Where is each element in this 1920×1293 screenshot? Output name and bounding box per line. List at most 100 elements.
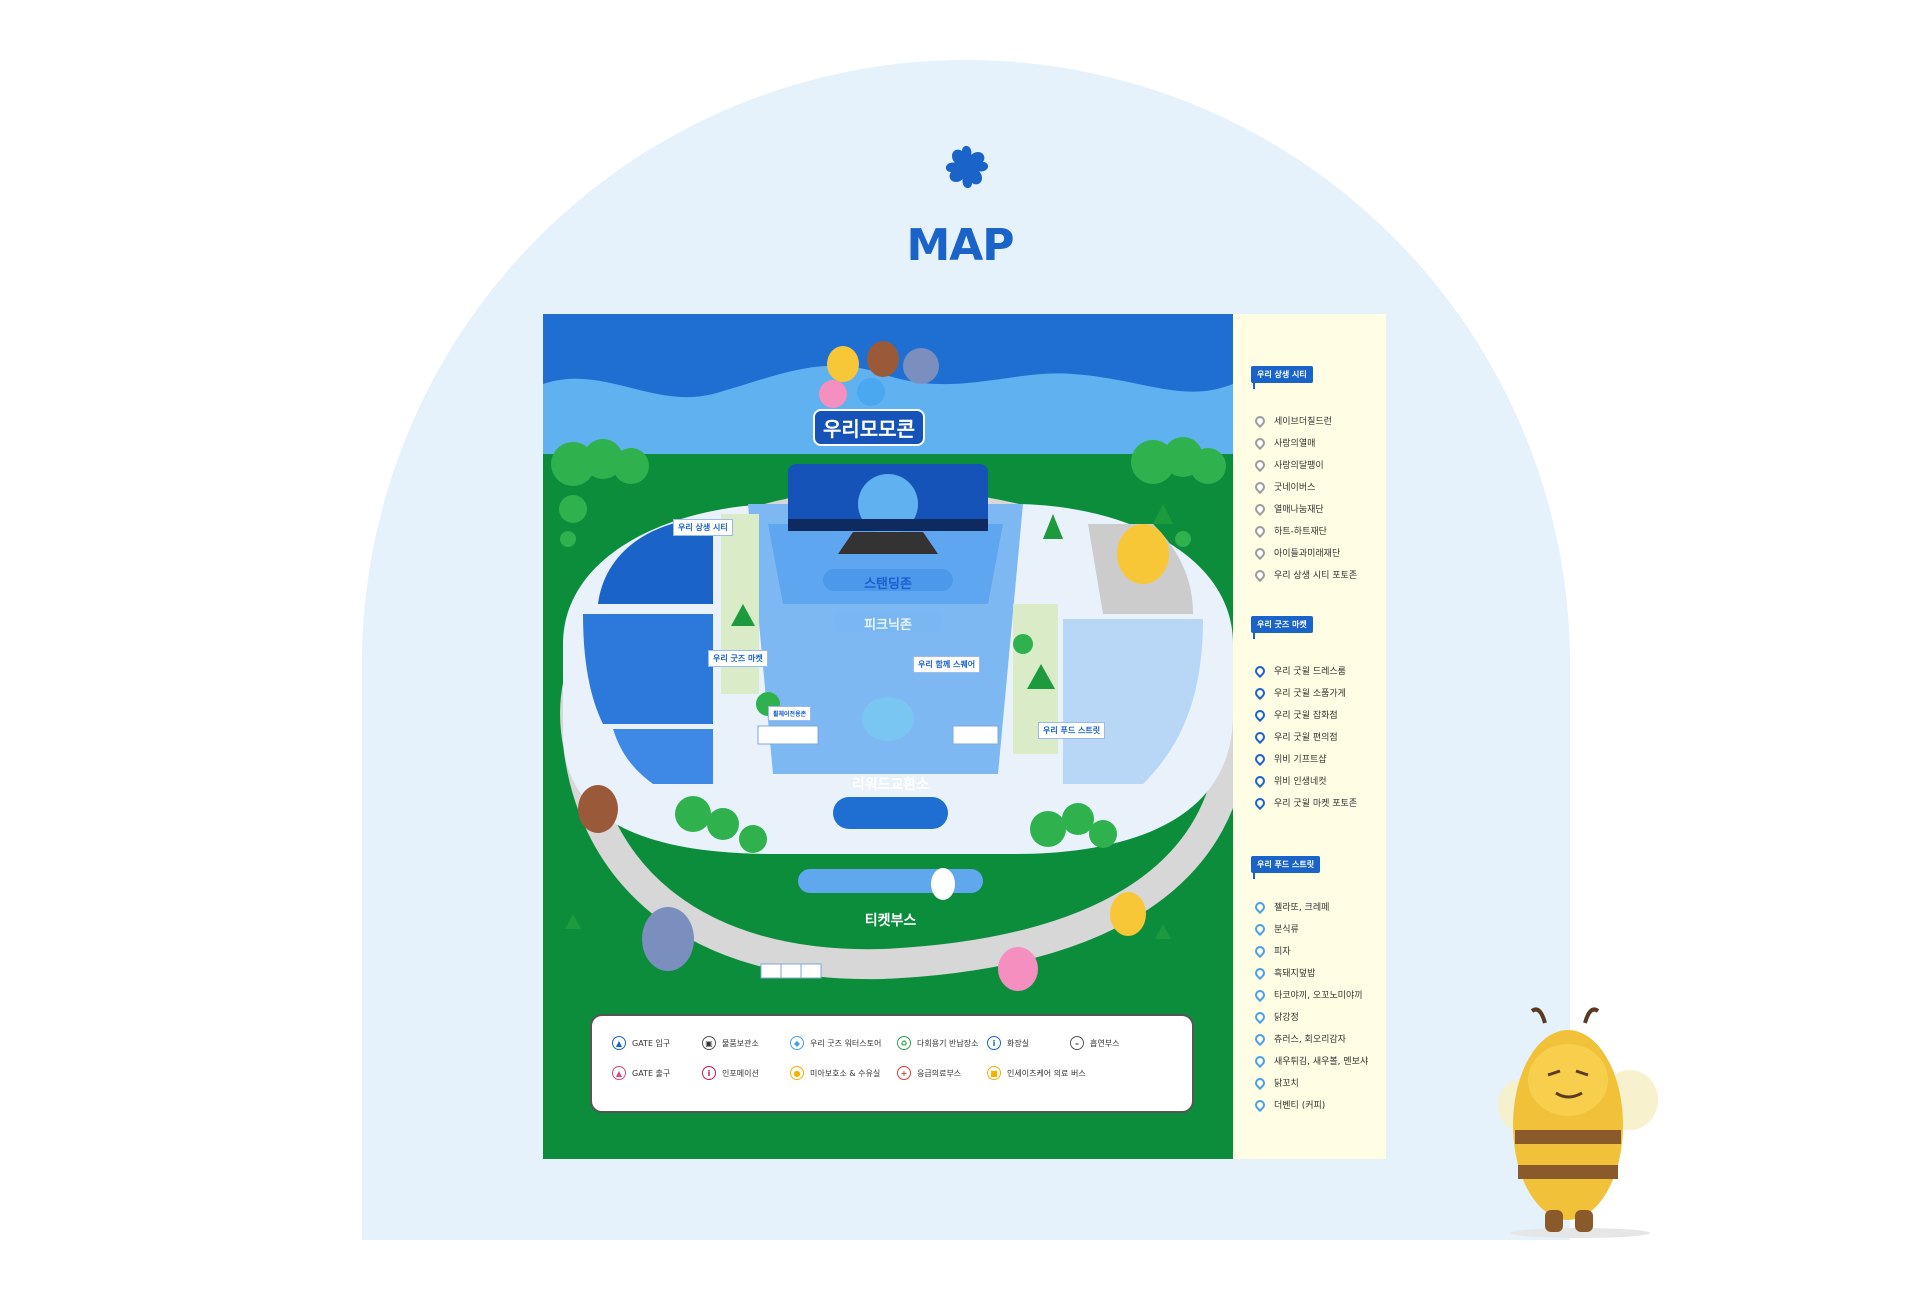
locker-icon: ▣: [702, 1036, 716, 1050]
pin-icon: [1252, 685, 1268, 700]
item-label: 우리 상생 시티 포토존: [1274, 571, 1358, 581]
zone-standing: 스탠딩존: [864, 577, 912, 592]
sidebar-item[interactable]: 닭강정: [1252, 1009, 1299, 1024]
pin-icon: [1252, 523, 1268, 538]
item-label: 타코야끼, 오꼬노미야끼: [1274, 991, 1363, 1001]
pin-icon: [1252, 729, 1268, 744]
zone-picnic: 피크닉존: [864, 618, 912, 633]
legend-first-aid: + 응급의료부스: [897, 1066, 961, 1080]
item-label: 우리 굿윌 드레스룸: [1274, 667, 1346, 677]
sidebar-item[interactable]: 닭꼬치: [1252, 1075, 1299, 1090]
legend-nursing: ● 미아보호소 & 수유실: [790, 1066, 880, 1080]
water-station-icon: ◆: [790, 1036, 804, 1050]
pin-icon: [1252, 899, 1268, 914]
legend-label: 미아보호소 & 수유실: [810, 1068, 881, 1078]
pin-icon: [1252, 663, 1268, 678]
item-label: 우리 굿윌 잡화점: [1274, 711, 1338, 721]
sidebar-item[interactable]: 타코야끼, 오꼬노미야끼: [1252, 987, 1363, 1002]
sign-square: 우리 함께 스퀘어: [913, 656, 981, 673]
legend-label: 화장실: [1007, 1038, 1030, 1048]
pin-icon: [1252, 773, 1268, 788]
item-label: 닭강정: [1274, 1013, 1299, 1023]
pin-icon: [1252, 413, 1268, 428]
legend-label: 인세이츠케어 의료 버스: [1007, 1068, 1086, 1078]
pin-icon: [1252, 751, 1268, 766]
item-label: 위비 인생네컷: [1274, 777, 1327, 787]
item-label: 분식류: [1274, 925, 1299, 935]
bee-mascot-illustration: [1498, 1007, 1658, 1238]
legend-restroom: i 화장실: [987, 1036, 1029, 1050]
pin-icon: [1252, 457, 1268, 472]
item-label: 사랑의열매: [1274, 439, 1316, 449]
ambulance-icon: ■: [987, 1066, 1001, 1080]
sidebar-item[interactable]: 위비 인생네컷: [1252, 773, 1327, 788]
sidebar-item[interactable]: 흑돼지덮밥: [1252, 965, 1316, 980]
legend-locker: ▣물품보관소: [702, 1036, 759, 1050]
item-label: 사랑의달팽이: [1274, 461, 1324, 471]
sidebar-item[interactable]: 열매나눔재단: [1252, 501, 1324, 516]
item-label: 더벤티 (커피): [1274, 1101, 1326, 1111]
legend-label: 다회용기 반납장소: [917, 1038, 979, 1048]
pin-icon: [1252, 545, 1268, 560]
legend-label: 우리 굿즈 워터스토어: [810, 1038, 882, 1048]
nursing-icon: ●: [790, 1066, 804, 1080]
sidebar-item[interactable]: 우리 굿윌 드레스룸: [1252, 663, 1346, 678]
sidebar-item[interactable]: 더벤티 (커피): [1252, 1097, 1326, 1112]
info-icon: i: [702, 1066, 716, 1080]
sidebar-item[interactable]: 우리 굿윌 잡화점: [1252, 707, 1338, 722]
legend-label: 응급의료부스: [917, 1068, 962, 1078]
sign-wheelchair: 휠체어전용존: [768, 706, 812, 721]
restroom-icon: i: [987, 1036, 1001, 1050]
pin-icon: [1252, 1031, 1268, 1046]
map-sidebar: 우리 상생 시티 세이브더칠드런 사랑의열매 사랑의달팽이 굿네이버스 열매나눔…: [1233, 314, 1386, 1159]
sidebar-item[interactable]: 우리 굿윌 마켓 포토존: [1252, 795, 1357, 810]
section-header-food: 우리 푸드 스트릿: [1251, 856, 1321, 873]
first-aid-icon: +: [897, 1066, 911, 1080]
section-header-market: 우리 굿즈 마켓: [1251, 616, 1313, 633]
sidebar-item[interactable]: 아이들과미래재단: [1252, 545, 1341, 560]
sign-market: 우리 굿즈 마켓: [708, 650, 768, 667]
item-label: 굿네이버스: [1274, 483, 1316, 493]
pin-icon: [1252, 795, 1268, 810]
sign-city: 우리 상생 시티: [673, 519, 733, 536]
item-label: 츄러스, 회오리감자: [1274, 1035, 1346, 1045]
sidebar-item[interactable]: 위비 기프트샵: [1252, 751, 1327, 766]
pin-icon: [1252, 943, 1268, 958]
legend-smoking: –흡연부스: [1070, 1036, 1119, 1050]
sidebar-item[interactable]: 피자: [1252, 943, 1291, 958]
sidebar-item[interactable]: 우리 상생 시티 포토존: [1252, 567, 1358, 582]
item-label: 젤라또, 크레페: [1274, 903, 1330, 913]
item-label: 아이들과미래재단: [1274, 549, 1341, 559]
legend-gate-entry: ▲GATE 입구: [612, 1036, 670, 1050]
item-label: 세이브더칠드런: [1274, 417, 1332, 427]
item-label: 닭꼬치: [1274, 1079, 1299, 1089]
pin-icon: [1252, 435, 1268, 450]
sidebar-item[interactable]: 굿네이버스: [1252, 479, 1316, 494]
legend-recycle: ♻ 다회용기 반납장소: [897, 1036, 978, 1050]
legend-label: GATE 출구: [632, 1068, 671, 1078]
sidebar-item[interactable]: 우리 굿윌 편의점: [1252, 729, 1338, 744]
sidebar-item[interactable]: 분식류: [1252, 921, 1299, 936]
recycle-icon: ♻: [897, 1036, 911, 1050]
pin-icon: [1252, 567, 1268, 582]
sidebar-item[interactable]: 하트-하트재단: [1252, 523, 1327, 538]
sidebar-item[interactable]: 새우튀김, 새우볼, 멘보샤: [1252, 1053, 1368, 1068]
pin-icon: [1252, 987, 1268, 1002]
sidebar-item[interactable]: 츄러스, 회오리감자: [1252, 1031, 1346, 1046]
legend-gate-exit: ▲GATE 출구: [612, 1066, 670, 1080]
pin-icon: [1252, 1075, 1268, 1090]
sidebar-item[interactable]: 사랑의열매: [1252, 435, 1316, 450]
sidebar-item[interactable]: 세이브더칠드런: [1252, 413, 1332, 428]
sidebar-item[interactable]: 우리 굿윌 소품가게: [1252, 685, 1346, 700]
sidebar-item[interactable]: 사랑의달팽이: [1252, 457, 1324, 472]
item-label: 흑돼지덮밥: [1274, 969, 1316, 979]
sidebar-item[interactable]: 젤라또, 크레페: [1252, 899, 1330, 914]
pin-icon: [1252, 1009, 1268, 1024]
map-logo-text: 우리모모콘: [813, 409, 925, 446]
pin-icon: [1252, 1097, 1268, 1112]
pin-icon: [1252, 501, 1268, 516]
section-header-city: 우리 상생 시티: [1251, 366, 1313, 383]
legend-label: 흡연부스: [1090, 1038, 1120, 1048]
map-legend: ▲GATE 입구 ▣물품보관소 ◆우리 굿즈 워터스토어 ♻다회용기 반납장소 …: [590, 1014, 1194, 1113]
